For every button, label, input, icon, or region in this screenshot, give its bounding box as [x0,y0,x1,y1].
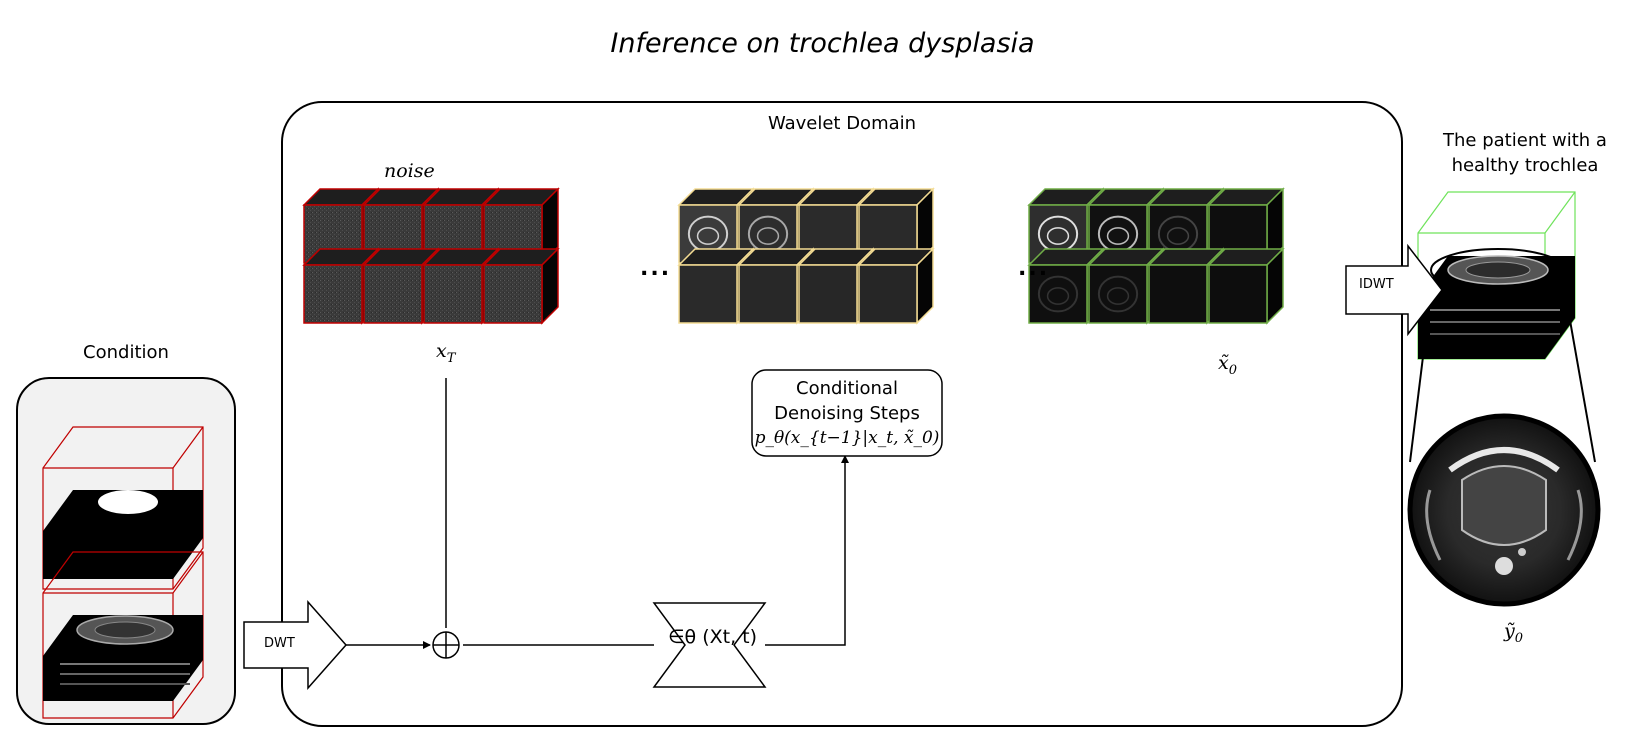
noise-label: noise [384,160,435,182]
y0-sub: 0 [1514,630,1524,646]
denoiser-network [652,602,767,688]
sum-operator [432,631,460,659]
wavelet-cube [1027,247,1105,325]
ellipsis-2: ... [1018,256,1050,281]
wavelet-cube [857,247,935,325]
idwt-label: IDWT [1359,277,1394,292]
dwt-label: DWT [264,636,295,651]
step-formula: p_θ(x_{t−1}|x_t, x̃_0) [754,428,940,448]
patient-label: The patient with a healthy trochlea [1425,128,1625,178]
denoising-step-box [751,369,943,457]
ellipsis-1: ... [640,256,672,281]
y0-main: ỹ [1504,620,1515,642]
wavelet-cube [482,247,560,325]
dwt-arrow [243,600,348,690]
zoomed-knee-image [1407,413,1601,607]
xT-label: xT [436,340,455,366]
condition-volume [42,426,204,719]
eps-to-step-arrow [765,455,849,646]
y0-label: ỹ0 [1504,620,1523,646]
x0-label: x̃0 [1218,352,1237,378]
x0-main: x̃ [1218,352,1229,374]
idwt-arrow [1345,243,1443,337]
mask-shape [98,490,158,514]
noise-wavelet-cubes [302,187,560,325]
wavelet-domain-label: Wavelet Domain [767,113,917,134]
zoom-line-right [1564,291,1596,463]
patient-label-line2: healthy trochlea [1451,155,1599,176]
wavelet-cube [362,247,440,325]
x0-sub: 0 [1228,362,1237,378]
zoom-line-left [1409,291,1432,463]
intermediate-wavelet-cubes [677,187,935,325]
wavelet-cube [677,247,755,325]
condition-label: Condition [83,342,169,363]
xT-main: x [436,340,447,362]
wavelet-domain-box [281,101,1403,727]
step-line1: Conditional [796,378,898,399]
healthy-volume [1417,191,1576,360]
denoising-step-label: Conditional Denoising Steps p_θ(x_{t−1}|… [752,376,942,451]
wavelet-cube [1207,247,1285,325]
final-wavelet-cubes [1027,187,1285,325]
diagram-title: Inference on trochlea dysplasia [610,28,1035,59]
xT-sub: T [446,350,456,366]
step-line2: Denoising Steps [774,403,920,424]
patient-label-line1: The patient with a [1443,130,1607,151]
denoiser-label: ∈θ (Xt, t) [668,626,758,648]
